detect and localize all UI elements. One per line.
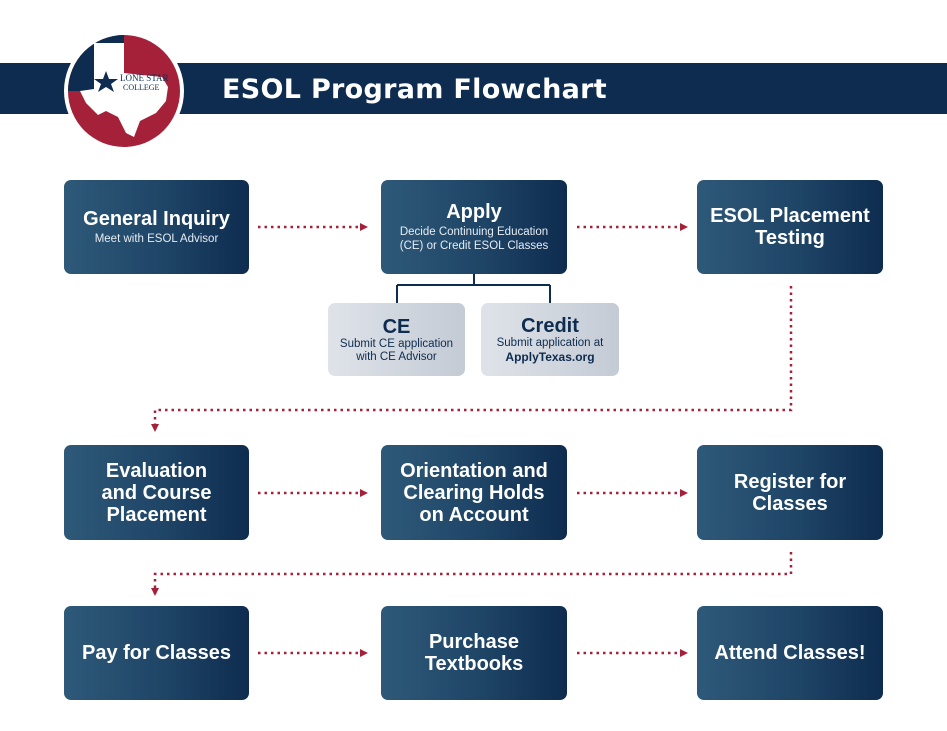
apply-branch-connector: [396, 274, 551, 303]
step-register: Register for Classes: [697, 445, 883, 540]
step-title: Attend Classes!: [714, 642, 866, 664]
step-title: General Inquiry: [83, 208, 230, 230]
page-title: ESOL Program Flowchart: [222, 74, 607, 105]
star-icon: [94, 71, 118, 92]
step-apply: Apply Decide Continuing Education (CE) o…: [381, 180, 567, 274]
step-subtitle: Decide Continuing Education (CE) or Cred…: [399, 226, 549, 252]
option-title: CE: [382, 315, 411, 338]
arrow-testing-to-evaluation: [151, 286, 793, 432]
step-title: ESOL Placement Testing: [710, 205, 870, 249]
step-placement-testing: ESOL Placement Testing: [697, 180, 883, 274]
arrow-register-to-pay: [151, 552, 793, 596]
step-orientation: Orientation and Clearing Holds on Accoun…: [381, 445, 567, 540]
lone-star-college-logo: LONE STAR COLLEGE: [64, 31, 184, 151]
option-title: Credit: [521, 315, 579, 337]
step-title: Purchase Textbooks: [424, 631, 524, 675]
svg-text:COLLEGE: COLLEGE: [123, 83, 160, 92]
option-ce: CE Submit CE application with CE Advisor: [328, 303, 465, 376]
step-textbooks: Purchase Textbooks: [381, 606, 567, 700]
step-title: Apply: [446, 201, 502, 223]
option-credit: Credit Submit application at ApplyTexas.…: [481, 303, 619, 376]
step-title: Orientation and Clearing Holds on Accoun…: [400, 459, 548, 526]
applytexas-link[interactable]: ApplyTexas.org: [505, 350, 595, 364]
step-attend: Attend Classes!: [697, 606, 883, 700]
option-subtitle: Submit application at: [496, 337, 604, 349]
svg-text:LONE STAR: LONE STAR: [120, 73, 169, 83]
step-title: Evaluation and Course Placement: [101, 459, 212, 526]
option-subtitle: Submit CE application with CE Advisor: [339, 337, 454, 363]
step-general-inquiry: General Inquiry Meet with ESOL Advisor: [64, 180, 249, 274]
step-pay: Pay for Classes: [64, 606, 249, 700]
step-evaluation: Evaluation and Course Placement: [64, 445, 249, 540]
step-title: Register for Classes: [733, 470, 847, 515]
step-title: Pay for Classes: [82, 642, 231, 664]
step-subtitle: Meet with ESOL Advisor: [94, 233, 219, 245]
